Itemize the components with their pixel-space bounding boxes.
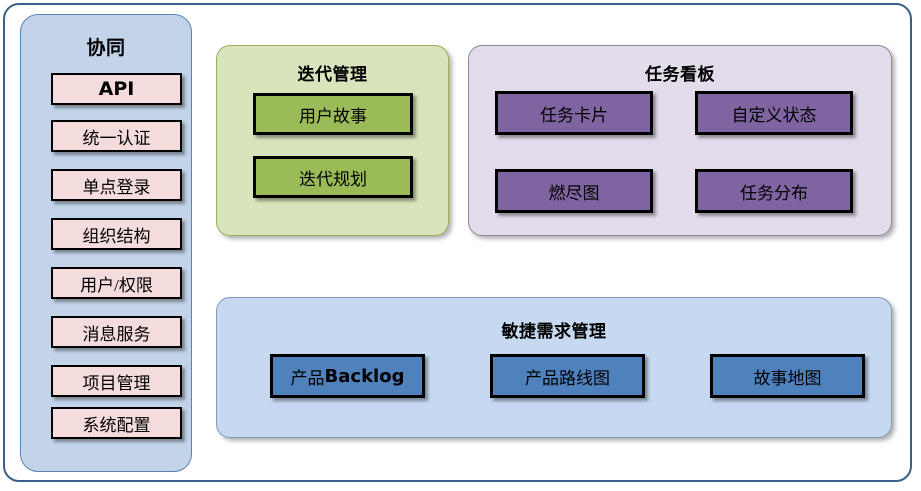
item-story-map[interactable]: 故事地图 xyxy=(710,354,865,398)
sidebar-item-message-service[interactable]: 消息服务 xyxy=(51,316,182,348)
sidebar-item-sso[interactable]: 单点登录 xyxy=(51,169,182,201)
sidebar-item-system-config[interactable]: 系统配置 xyxy=(51,407,182,439)
sidebar-item-org-structure[interactable]: 组织结构 xyxy=(51,218,182,250)
group-task-board[interactable]: 任务看板 任务卡片 自定义状态 燃尽图 任务分布 xyxy=(468,45,892,236)
item-product-backlog-latin: Backlog xyxy=(324,365,405,387)
group-agile-requirement-management-title: 敏捷需求管理 xyxy=(501,322,607,342)
group-iteration-management-title: 迭代管理 xyxy=(297,65,368,85)
item-task-card[interactable]: 任务卡片 xyxy=(495,91,653,135)
group-task-board-title: 任务看板 xyxy=(645,65,715,85)
item-user-story[interactable]: 用户故事 xyxy=(253,93,413,135)
group-collaboration[interactable]: 协同 API 统一认证 单点登录 组织结构 用户/权限 消息服务 项目管理 系统… xyxy=(20,14,192,472)
item-product-backlog-cn: 产品 xyxy=(290,368,325,388)
group-collaboration-title: 协同 xyxy=(86,37,126,59)
item-burndown-chart[interactable]: 燃尽图 xyxy=(495,169,653,213)
group-iteration-management[interactable]: 迭代管理 用户故事 迭代规划 xyxy=(216,45,449,236)
sidebar-item-user-permission[interactable]: 用户/权限 xyxy=(51,267,182,299)
item-product-roadmap[interactable]: 产品路线图 xyxy=(490,354,645,398)
sidebar-item-api[interactable]: API xyxy=(51,73,182,105)
item-task-distribution[interactable]: 任务分布 xyxy=(695,169,853,213)
sidebar-item-project-mgmt[interactable]: 项目管理 xyxy=(51,365,182,397)
sidebar-item-unified-auth[interactable]: 统一认证 xyxy=(51,120,182,152)
outer-frame xyxy=(3,3,912,482)
item-custom-status[interactable]: 自定义状态 xyxy=(695,91,853,135)
item-iteration-planning[interactable]: 迭代规划 xyxy=(253,156,413,198)
